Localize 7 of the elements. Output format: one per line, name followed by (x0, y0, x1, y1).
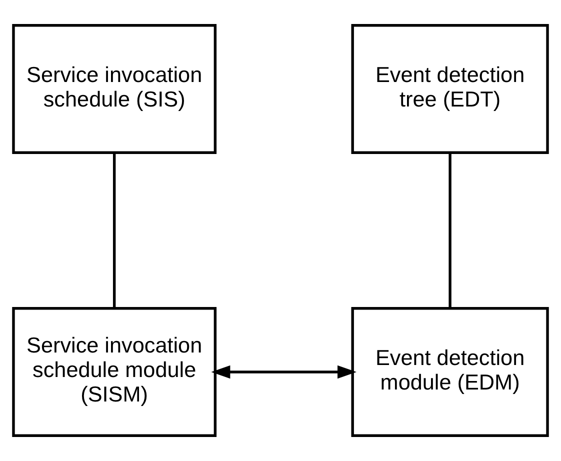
connector (112, 152, 116, 308)
node-box: Event detection module (EDM) (351, 306, 549, 437)
arrow (211, 365, 356, 379)
node-box: Event detection tree (EDT) (351, 24, 549, 154)
node-box: Service invocation schedule (SIS) (12, 24, 217, 154)
connector (448, 152, 452, 308)
node-box: Service invocation schedule module (SISM) (12, 306, 217, 437)
